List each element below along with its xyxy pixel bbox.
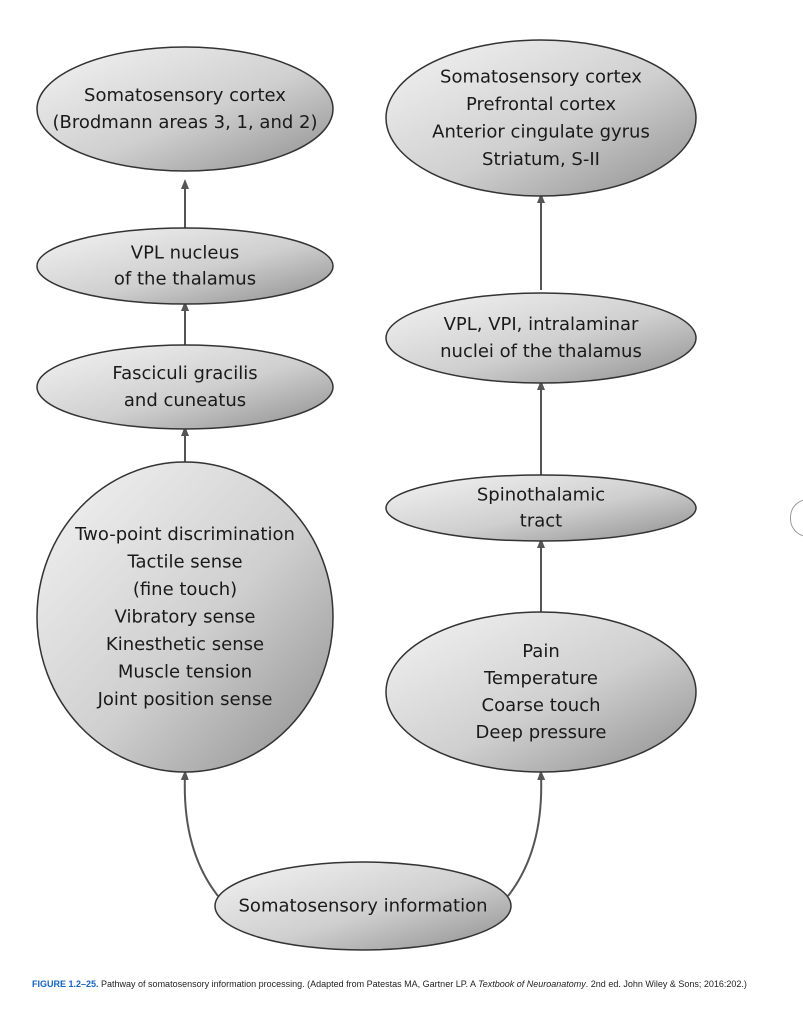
node-fasciculi: Fasciculi gracilis and cuneatus bbox=[36, 344, 334, 430]
node-ellipse bbox=[385, 292, 697, 384]
node-label-line: (fine touch) bbox=[133, 579, 237, 600]
node-label-line: Kinesthetic sense bbox=[106, 634, 264, 655]
node-label-line: (Brodmann areas 3, 1, and 2) bbox=[52, 112, 317, 133]
node-ellipse bbox=[36, 461, 334, 773]
node-label-line: Temperature bbox=[483, 668, 598, 689]
node-label-line: Somatosensory information bbox=[239, 896, 488, 917]
node-label-line: Prefrontal cortex bbox=[466, 94, 616, 115]
figure-caption: FIGURE 1.2–25. Pathway of somatosensory … bbox=[32, 977, 762, 992]
node-label-line: Striatum, S-II bbox=[482, 149, 600, 170]
node-ellipse bbox=[385, 39, 697, 197]
node-label-line: and cuneatus bbox=[124, 390, 246, 411]
arrow-7 bbox=[180, 770, 219, 897]
node-ellipse bbox=[36, 344, 334, 430]
node-label-line: Somatosensory cortex bbox=[84, 85, 286, 106]
node-label-line: Two-point discrimination bbox=[74, 524, 295, 545]
pathway-nodes: Somatosensory cortex (Brodmann areas 3, 1… bbox=[36, 39, 697, 951]
node-label-line: VPL nucleus bbox=[131, 243, 240, 264]
node-label-line: Muscle tension bbox=[118, 662, 252, 683]
figure-label: FIGURE 1.2–25. bbox=[32, 979, 99, 989]
node-label-line: nuclei of the thalamus bbox=[440, 341, 642, 362]
node-label-line: Somatosensory cortex bbox=[440, 66, 642, 87]
pathway-arrows bbox=[180, 179, 546, 897]
node-label-line: tract bbox=[520, 511, 562, 532]
node-label-line: Fasciculi gracilis bbox=[112, 363, 257, 384]
node-ellipse bbox=[36, 46, 334, 172]
node-vpl-vpi-intralaminar: VPL, VPI, intralaminar nuclei of the thal… bbox=[385, 292, 697, 384]
node-label-line: Spinothalamic bbox=[477, 485, 605, 506]
node-label-line: Deep pressure bbox=[476, 722, 607, 743]
node-label-line: Pain bbox=[522, 641, 560, 662]
node-vpl-nucleus: VPL nucleus of the thalamus bbox=[36, 227, 334, 305]
node-label-line: of the thalamus bbox=[114, 269, 256, 290]
node-label-line: Vibratory sense bbox=[115, 607, 256, 628]
node-ellipse bbox=[214, 861, 512, 951]
arrow-8 bbox=[507, 770, 546, 897]
node-label-line: Tactile sense bbox=[126, 552, 242, 573]
node-somatosensory-information: Somatosensory information bbox=[214, 861, 512, 951]
node-ellipse bbox=[385, 474, 697, 542]
node-label-line: Coarse touch bbox=[482, 695, 601, 716]
caption-text: Pathway of somatosensory information pro… bbox=[98, 979, 479, 989]
caption-book-title: Textbook of Neuroanatomy bbox=[478, 979, 586, 989]
node-spinothalamic: Spinothalamic tract bbox=[385, 474, 697, 542]
node-label-line: VPL, VPI, intralaminar bbox=[444, 314, 639, 335]
node-ellipse bbox=[36, 227, 334, 305]
node-label-line: Anterior cingulate gyrus bbox=[432, 121, 650, 142]
node-label-line: Joint position sense bbox=[97, 689, 273, 710]
caption-citation: . 2nd ed. John Wiley & Sons; 2016:202.) bbox=[585, 979, 747, 989]
node-ellipse bbox=[385, 611, 697, 773]
node-somatosensory-cortex-left: Somatosensory cortex (Brodmann areas 3, 1… bbox=[36, 46, 334, 172]
